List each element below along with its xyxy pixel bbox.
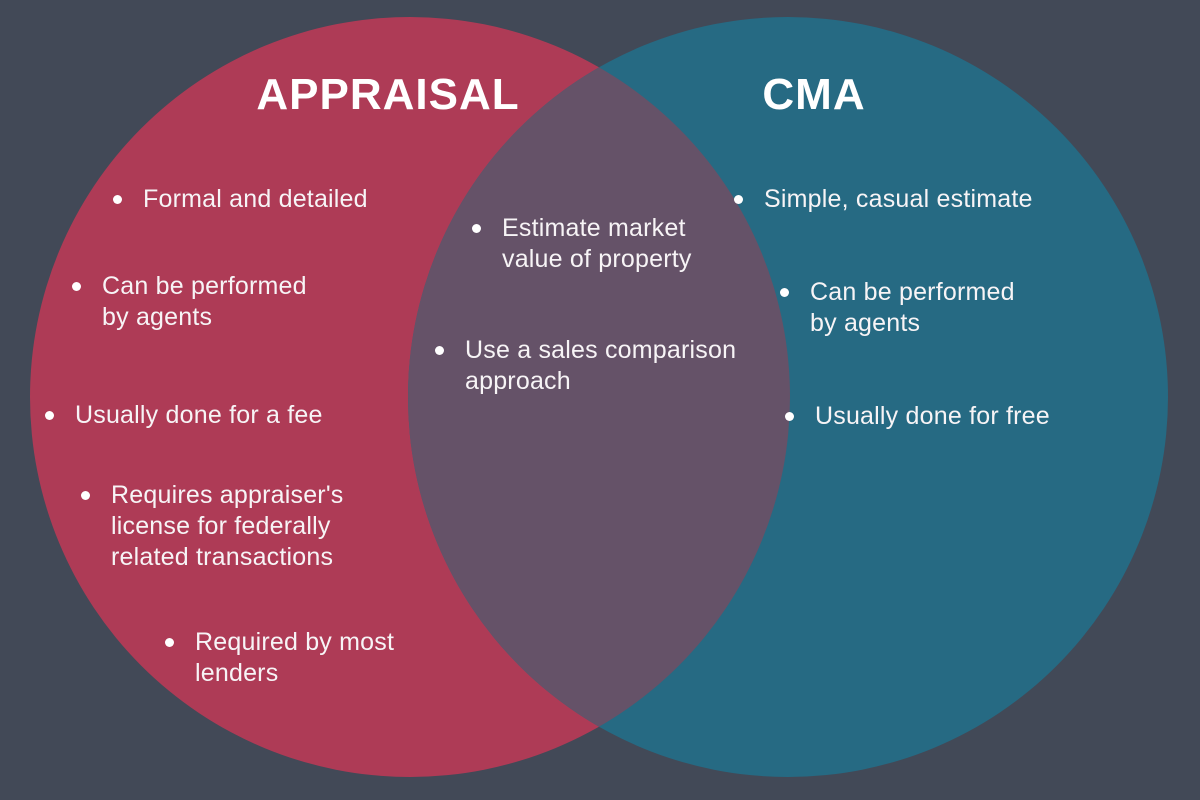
bullet-icon [81, 491, 90, 500]
cma-item: Simple, casual estimate [734, 184, 1033, 215]
shared-item: Estimate market value of property [472, 213, 692, 275]
appraisal-item-label: Requires appraiser's license for federal… [111, 481, 344, 571]
bullet-icon [165, 638, 174, 647]
cma-item-label: Usually done for free [815, 402, 1050, 430]
appraisal-item: Usually done for a fee [45, 400, 323, 431]
shared-item-label: Use a sales comparison approach [465, 336, 737, 395]
bullet-icon [45, 411, 54, 420]
appraisal-title: APPRAISAL [256, 70, 520, 119]
appraisal-item-label: Required by most lenders [195, 628, 395, 687]
bullet-icon [785, 412, 794, 421]
cma-item-label: Can be performed by agents [810, 278, 1015, 337]
bullet-icon [113, 195, 122, 204]
cma-title: CMA [762, 70, 866, 119]
bullet-icon [780, 288, 789, 297]
bullet-icon [435, 346, 444, 355]
appraisal-item: Can be performed by agents [72, 271, 307, 333]
shared-item-label: Estimate market value of property [502, 214, 692, 273]
bullet-icon [734, 195, 743, 204]
appraisal-item-label: Can be performed by agents [102, 272, 307, 331]
shared-item: Use a sales comparison approach [435, 335, 736, 397]
appraisal-item-label: Usually done for a fee [75, 401, 323, 429]
bullet-icon [472, 224, 481, 233]
cma-item-label: Simple, casual estimate [764, 185, 1033, 213]
appraisal-item-label: Formal and detailed [143, 185, 368, 213]
cma-item: Usually done for free [785, 401, 1050, 432]
appraisal-item: Required by most lenders [165, 627, 394, 689]
appraisal-item: Requires appraiser's license for federal… [81, 480, 344, 573]
overlap-region [408, 17, 790, 777]
cma-item: Can be performed by agents [780, 277, 1015, 339]
appraisal-item: Formal and detailed [113, 184, 368, 215]
bullet-icon [72, 282, 81, 291]
